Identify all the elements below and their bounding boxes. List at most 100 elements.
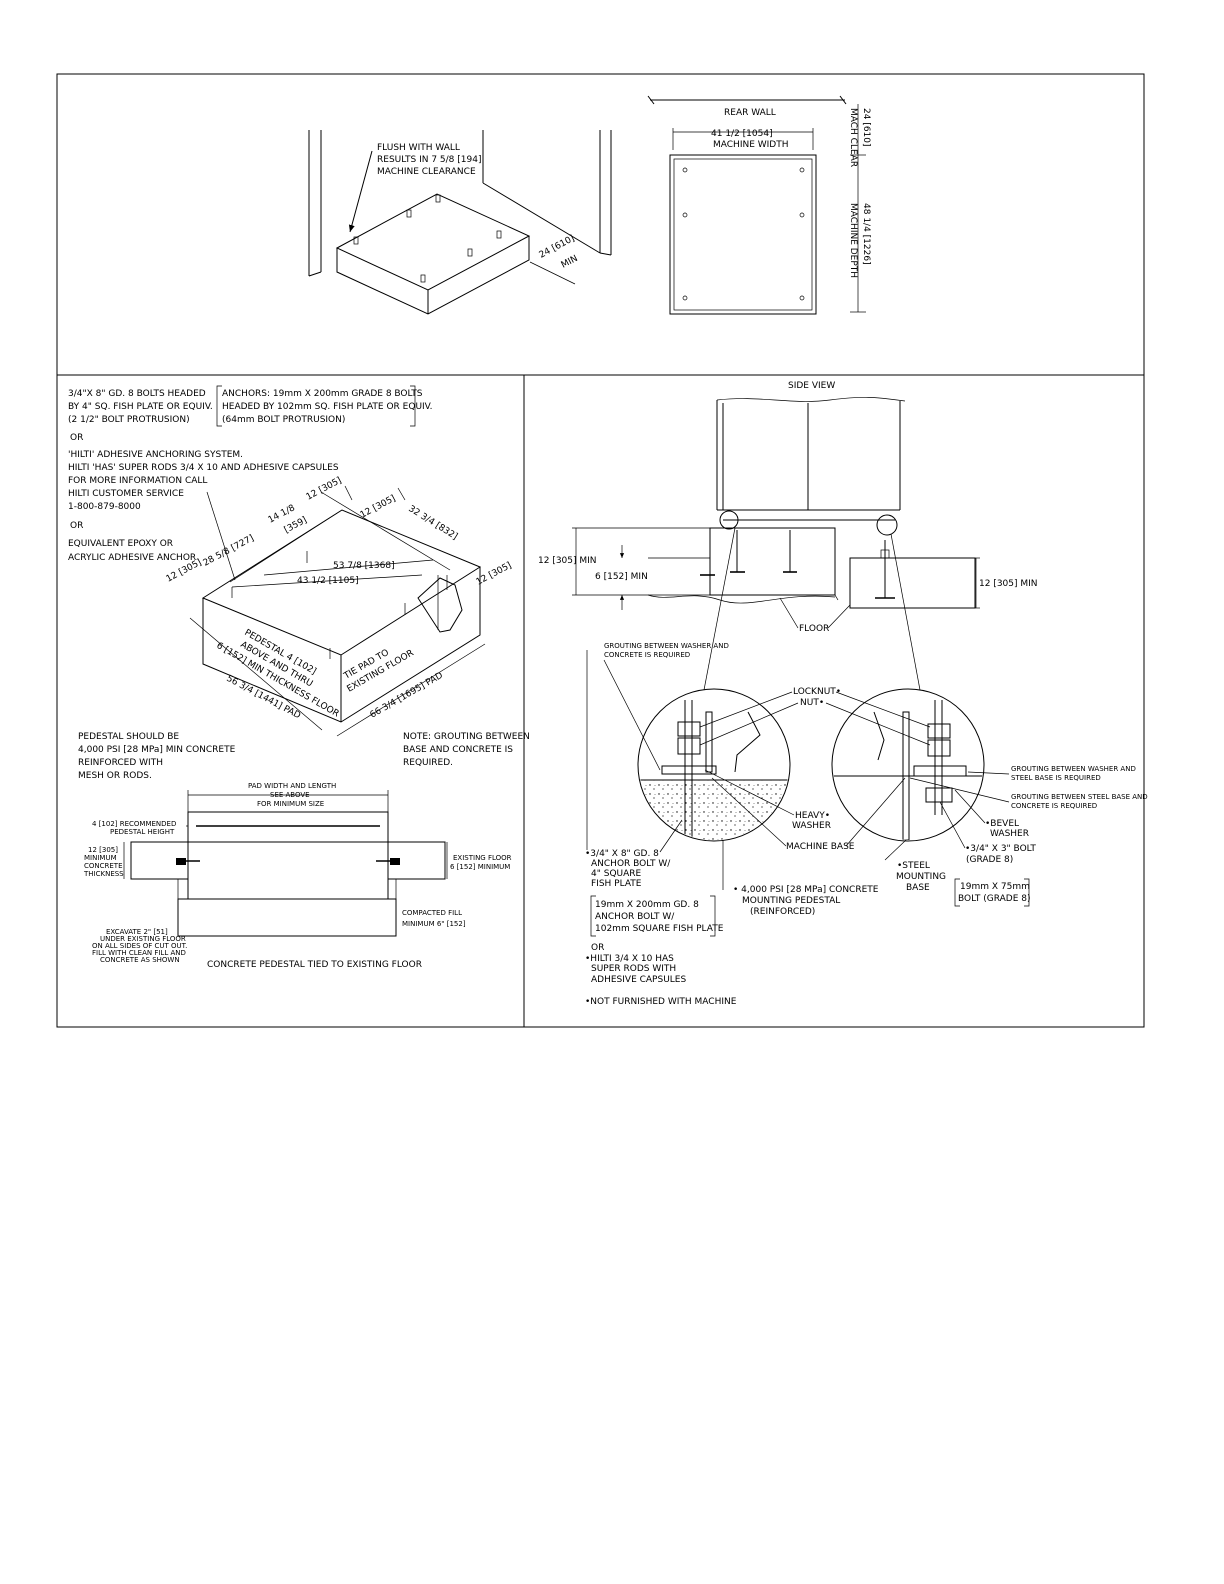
dim-66: 66 3/4 [1695] PAD <box>369 671 445 721</box>
hilti-5: 1-800-879-8000 <box>68 502 141 512</box>
dim-12-min: 12 [305] MIN <box>538 556 597 566</box>
pad-width-2: SEE ABOVE <box>270 791 310 799</box>
compacted-1: COMPACTED FILL <box>402 909 462 917</box>
min-thick-4: THICKNESS <box>83 870 124 878</box>
floor-label: FLOOR <box>799 624 829 634</box>
locknut-label: LOCKNUT• <box>793 687 841 697</box>
top-left-iso-view: FLUSH WITH WALL RESULTS IN 7 5/8 [194] M… <box>308 130 612 315</box>
dim-12-right: 12 [305] <box>475 561 514 588</box>
dim-28: 28 5/8 [727] <box>202 534 256 569</box>
excavate-1: EXCAVATE 2" [51] <box>106 928 168 936</box>
min-thick-1: 12 [305] <box>88 846 118 854</box>
anchor-box-2: HEADED BY 102mm SQ. FISH PLATE OR EQUIV. <box>222 402 433 412</box>
grout-left-1: GROUTING BETWEEN WASHER AND <box>604 642 729 650</box>
epoxy-1: EQUIVALENT EPOXY OR <box>68 539 173 549</box>
bottom-left-notes-2: PEDESTAL SHOULD BE 4,000 PSI [28 MPa] MI… <box>78 732 530 781</box>
frame <box>56 73 1145 1028</box>
hilti-3: FOR MORE INFORMATION CALL <box>68 476 207 486</box>
grout-right-2a: GROUTING BETWEEN STEEL BASE AND <box>1011 793 1148 801</box>
width-dim: 41 1/2 [1054] <box>711 129 773 139</box>
bolt-note-3: (2 1/2" BOLT PROTRUSION) <box>68 415 190 425</box>
flush-note-1: FLUSH WITH WALL <box>377 143 460 153</box>
dim-14-mm: [359] <box>283 515 309 535</box>
pad-width-1: PAD WIDTH AND LENGTH <box>248 782 336 790</box>
excavate-5: CONCRETE AS SHOWN <box>100 956 180 964</box>
bevel-2: WASHER <box>990 829 1029 839</box>
bevel-1: •BEVEL <box>985 819 1019 829</box>
excavate-2: UNDER EXISTING FLOOR <box>100 935 186 943</box>
recommended-1: 4 [102] RECOMMENDED <box>92 820 176 828</box>
dim-53: 53 7/8 [1368] <box>333 561 395 571</box>
anchor19-3: 102mm SQUARE FISH PLATE <box>595 924 724 934</box>
steel-base-2: MOUNTING <box>896 872 946 882</box>
hilti-4: HILTI CUSTOMER SERVICE <box>68 489 184 499</box>
bolt34-2: (GRADE 8) <box>966 855 1013 865</box>
anchor34-3: 4" SQUARE <box>591 869 642 879</box>
epoxy-2: ACRYLIC ADHESIVE ANCHOR <box>68 553 196 563</box>
bolt34-1: •3/4" X 3" BOLT <box>965 844 1036 854</box>
pedestal-note-1: PEDESTAL SHOULD BE <box>78 732 179 742</box>
anchor19-2: ANCHOR BOLT W/ <box>595 912 675 922</box>
flush-note-3: MACHINE CLEARANCE <box>377 167 476 177</box>
min-thick-2: MINIMUM <box>84 854 117 862</box>
excavate-4: FILL WITH CLEAN FILL AND <box>92 949 186 957</box>
grout-right-1b: STEEL BASE IS REQUIRED <box>1011 774 1101 782</box>
grout-note-2: BASE AND CONCRETE IS <box>403 745 513 755</box>
section-caption: CONCRETE PEDESTAL TIED TO EXISTING FLOOR <box>207 960 422 970</box>
or-2: OR <box>70 521 83 531</box>
or-1: OR <box>70 433 83 443</box>
recommended-2: PEDESTAL HEIGHT <box>110 828 175 836</box>
side-view: SIDE VIEW 12 [305] MIN 6 [152] MIN 12 <box>538 381 1038 691</box>
dim-43: 43 1/2 [1105] <box>297 576 359 586</box>
hilti2-3: ADHESIVE CAPSULES <box>591 975 686 985</box>
heavy-washer-2: WASHER <box>792 821 831 831</box>
side-view-title: SIDE VIEW <box>788 381 835 391</box>
existing-floor-2: 6 [152] MINIMUM <box>450 863 510 871</box>
width-label: MACHINE WIDTH <box>713 140 789 150</box>
pedestal-note-2: 4,000 PSI [28 MPa] MIN CONCRETE <box>78 745 236 755</box>
hilti-2: HILTI 'HAS' SUPER RODS 3/4 X 10 AND ADHE… <box>68 463 339 473</box>
detail-left: GROUTING BETWEEN WASHER AND CONCRETE IS … <box>586 642 791 850</box>
depth-dim: 48 1/4 [1226] <box>861 203 871 265</box>
bottom-left-iso-pad: 12 [305] 12 [305] 12 [305] 12 [305] 14 1… <box>165 476 514 737</box>
or-3: OR <box>591 943 604 953</box>
bolt-note-2: BY 4" SQ. FISH PLATE OR EQUIV. <box>68 402 213 412</box>
anchor-box-3: (64mm BOLT PROTRUSION) <box>222 415 345 425</box>
dim-12-min-right: 12 [305] MIN <box>979 579 1038 589</box>
detail-right <box>831 688 985 842</box>
psi-note-3: (REINFORCED) <box>750 907 815 917</box>
heavy-washer-1: HEAVY• <box>795 811 830 821</box>
anchor-box-1: ANCHORS: 19mm X 200mm GRADE 8 BOLTS <box>222 389 423 399</box>
hilti-1: 'HILTI' ADHESIVE ANCHORING SYSTEM. <box>68 450 243 460</box>
anchor34-2: ANCHOR BOLT W/ <box>591 859 671 869</box>
pad-width-3: FOR MINIMUM SIZE <box>257 800 324 808</box>
grout-left-2: CONCRETE IS REQUIRED <box>604 651 690 659</box>
machine-base-label: MACHINE BASE <box>786 842 855 852</box>
min-thick-3: CONCRETE <box>84 862 123 870</box>
depth-label: MACHINE DEPTH <box>848 203 858 278</box>
concrete-section: PAD WIDTH AND LENGTH SEE ABOVE FOR MINIM… <box>83 782 512 970</box>
flush-note-2: RESULTS IN 7 5/8 [194] <box>377 155 481 165</box>
dim-32: 32 3/4 [832] <box>406 504 459 542</box>
dim-12-top-a: 12 [305] <box>305 476 344 503</box>
existing-floor-1: EXISTING FLOOR <box>453 854 512 862</box>
bolt-marks <box>353 194 502 283</box>
hilti2-2: SUPER RODS WITH <box>591 964 676 974</box>
dim-6-min: 6 [152] MIN <box>595 572 648 582</box>
min-clear-label: MIN <box>560 254 580 271</box>
anchor34-4: FISH PLATE <box>591 879 642 889</box>
psi-note-2: MOUNTING PEDESTAL <box>742 896 840 906</box>
nut-label: NUT• <box>800 698 824 708</box>
grout-right-2b: CONCRETE IS REQUIRED <box>1011 802 1097 810</box>
mach-clear-label: MACH CLEAR <box>848 108 858 167</box>
pedestal-note-3: REINFORCED WITH <box>78 758 163 768</box>
not-furnished: •NOT FURNISHED WITH MACHINE <box>585 997 737 1007</box>
bottom-left-notes: 3/4"X 8" GD. 8 BOLTS HEADED BY 4" SQ. FI… <box>68 385 433 563</box>
hilti2-1: •HILTI 3/4 X 10 HAS <box>585 954 674 964</box>
steel-base-3: BASE <box>906 883 930 893</box>
steel-base-1: •STEEL <box>897 861 930 871</box>
anchor19-1: 19mm X 200mm GD. 8 <box>595 900 699 910</box>
bolt-note-1: 3/4"X 8" GD. 8 BOLTS HEADED <box>68 389 206 399</box>
grout-right-1a: GROUTING BETWEEN WASHER AND <box>1011 765 1136 773</box>
psi-note-1: • 4,000 PSI [28 MPa] CONCRETE <box>733 885 879 895</box>
